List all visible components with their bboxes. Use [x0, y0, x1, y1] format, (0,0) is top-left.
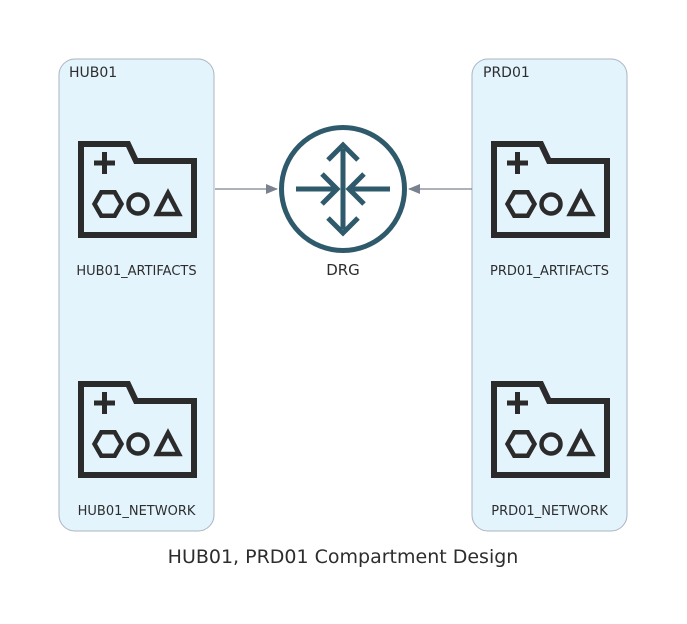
cluster-prd01: PRD01 PRD01_ARTIFACTS PRD01_NETWORK: [471, 58, 628, 532]
node-hub01-network[interactable]: HUB01_NETWORK: [78, 384, 196, 519]
router-icon: [279, 125, 407, 253]
node-prd01-artifacts-label: PRD01_ARTIFACTS: [490, 264, 609, 279]
diagram-title: HUB01, PRD01 Compartment Design: [168, 546, 519, 568]
cluster-hub01: HUB01 HUB01_ARTIFACTS HUB01_NETWORK: [58, 58, 215, 532]
cluster-hub01-box: [58, 58, 215, 532]
node-hub01-network-label: HUB01_NETWORK: [78, 504, 196, 519]
node-prd01-artifacts[interactable]: PRD01_ARTIFACTS: [490, 144, 609, 279]
node-hub01-artifacts[interactable]: HUB01_ARTIFACTS: [76, 144, 196, 279]
cluster-prd01-label: PRD01: [483, 65, 530, 81]
node-drg-label: DRG: [326, 261, 360, 279]
node-hub01-artifacts-label: HUB01_ARTIFACTS: [76, 264, 196, 279]
node-drg[interactable]: DRG: [279, 125, 407, 280]
cluster-hub01-label: HUB01: [69, 65, 117, 81]
node-prd01-network[interactable]: PRD01_NETWORK: [491, 384, 608, 519]
cluster-prd01-box: [471, 58, 628, 532]
node-prd01-network-label: PRD01_NETWORK: [491, 504, 608, 519]
